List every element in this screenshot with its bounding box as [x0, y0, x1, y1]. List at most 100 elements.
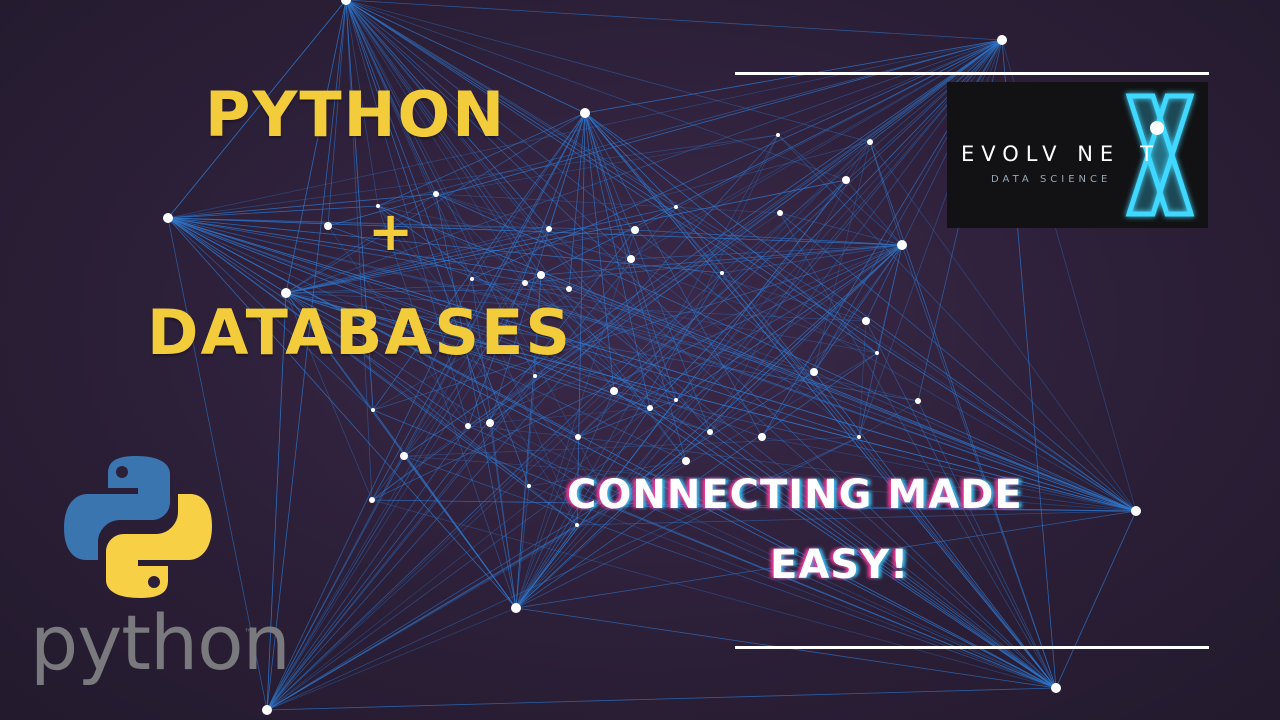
network-edge — [345, 0, 615, 392]
network-edge — [584, 112, 615, 392]
network-edge — [167, 217, 763, 438]
network-edge — [266, 272, 723, 711]
network-node — [163, 213, 173, 223]
network-edge — [327, 225, 469, 427]
network-edge — [528, 460, 687, 487]
network-edge — [576, 112, 586, 526]
network-edge — [649, 407, 1057, 689]
network-edge — [471, 278, 1137, 512]
network-edge — [524, 282, 1137, 512]
network-edge — [524, 244, 903, 284]
network-edge — [435, 193, 781, 214]
network-edge — [777, 39, 1003, 136]
network-edge — [266, 455, 405, 711]
network-node — [674, 205, 678, 209]
network-edge — [515, 244, 903, 609]
tagline-line-1: CONNECTING MADE — [567, 472, 1023, 518]
network-edge — [540, 274, 687, 462]
network-edge — [1055, 510, 1137, 689]
network-edge — [345, 0, 586, 114]
network-edge — [634, 229, 903, 246]
tagline-line-2: EASY! — [770, 542, 910, 588]
network-edge — [471, 39, 1003, 280]
network-edge — [649, 39, 1003, 409]
network-edge — [167, 217, 1057, 689]
network-edge — [471, 278, 878, 354]
headline-plus: + — [368, 200, 416, 263]
network-edge — [813, 371, 1057, 689]
network-edge — [285, 292, 373, 501]
network-edge — [613, 390, 1057, 689]
network-node — [369, 497, 375, 503]
network-edge — [167, 217, 268, 711]
network-node — [324, 222, 332, 230]
network-edge — [515, 274, 542, 609]
network-edge — [345, 0, 1057, 689]
network-edge — [577, 399, 677, 438]
network-edge — [471, 112, 586, 280]
network-node — [631, 226, 639, 234]
network-edge — [435, 134, 779, 195]
network-node — [776, 133, 780, 137]
network-edge — [285, 292, 1137, 512]
network-edge — [515, 229, 636, 609]
network-edge — [917, 400, 1057, 689]
network-edge — [266, 505, 613, 711]
network-edge — [515, 524, 578, 609]
network-edge — [167, 205, 379, 219]
network-edge — [285, 292, 1057, 689]
network-node — [465, 423, 471, 429]
network-edge — [515, 436, 860, 609]
network-edge — [435, 193, 867, 322]
network-edge — [649, 134, 779, 409]
network-edge — [568, 39, 1003, 290]
python-wordmark: python — [30, 598, 291, 687]
network-edge — [167, 217, 517, 609]
network-edge — [266, 607, 517, 711]
network-edge — [403, 39, 1003, 457]
brand-name-part: T — [1140, 142, 1161, 166]
network-edge — [515, 244, 903, 609]
network-edge — [584, 112, 677, 208]
network-edge — [548, 228, 1057, 689]
network-node — [281, 288, 291, 298]
network-node — [575, 523, 579, 527]
network-edge — [613, 390, 1137, 512]
network-edge — [403, 455, 1137, 512]
network-edge — [515, 390, 615, 609]
network-edge — [471, 278, 517, 609]
network-edge — [489, 112, 586, 424]
network-edge — [371, 244, 903, 501]
network-edge — [584, 112, 651, 409]
network-edge — [515, 134, 779, 609]
network-edge — [345, 0, 1003, 41]
network-edge — [584, 112, 711, 433]
network-edge — [285, 292, 530, 487]
network-edge — [630, 258, 860, 438]
network-edge — [371, 39, 1003, 501]
network-edge — [371, 499, 1057, 689]
network-edge — [761, 436, 1137, 512]
network-edge — [266, 455, 405, 711]
network-node — [527, 484, 531, 488]
network-edge — [371, 375, 536, 501]
network-edge — [515, 505, 613, 609]
network-edge — [467, 141, 871, 427]
network-edge — [534, 39, 1003, 377]
network-edge — [266, 375, 536, 711]
network-edge — [865, 244, 903, 322]
network-node — [470, 277, 474, 281]
network-edge — [266, 274, 542, 711]
network-edge — [568, 288, 1137, 512]
network-node — [867, 139, 873, 145]
network-edge — [377, 205, 632, 260]
network-edge — [377, 205, 1137, 512]
network-edge — [345, 0, 374, 411]
network-edge — [721, 244, 903, 274]
network-edge — [167, 217, 542, 276]
network-node — [262, 705, 272, 715]
network-edge — [577, 436, 1137, 512]
network-edge — [901, 244, 1057, 689]
network-edge — [377, 205, 578, 526]
